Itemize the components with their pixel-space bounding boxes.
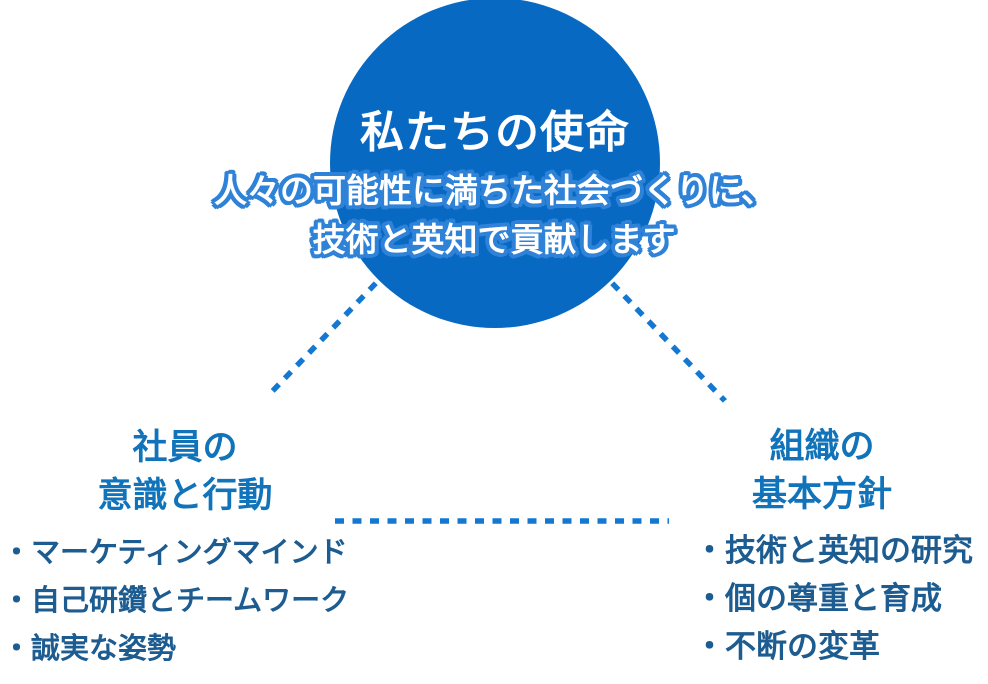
employee-bullet-list: ・マーケティングマインド ・自己研鑽とチームワーク ・誠実な姿勢 bbox=[2, 529, 349, 673]
employee-bullet-item: ・誠実な姿勢 bbox=[2, 633, 177, 665]
organization-bullet-list: ・技術と英知の研究 ・個の尊重と育成 ・不断の変革 bbox=[694, 527, 973, 671]
employee-bullet-item: ・マーケティングマインド bbox=[2, 537, 348, 569]
mission-title: 私たちの使命 bbox=[360, 108, 630, 157]
employee-title-line1: 社員の bbox=[132, 428, 238, 467]
organization-circle bbox=[669, 366, 975, 672]
employee-title: 社員の 意識と行動 bbox=[55, 424, 315, 520]
dashed-line-mission-organization bbox=[586, 256, 750, 427]
organization-bullet-item: ・不断の変革 bbox=[694, 629, 880, 664]
mission-circle bbox=[330, 0, 660, 328]
organization-bullet-item: ・技術と英知の研究 bbox=[694, 533, 973, 568]
employee-circle bbox=[33, 368, 333, 668]
mission-subtitle: 人々の可能性に満ちた社会づくりに、 技術と英知で貢献します bbox=[144, 166, 844, 264]
employee-bullet-item: ・自己研鑽とチームワーク bbox=[2, 585, 350, 617]
organization-title-line1: 組織の bbox=[769, 427, 875, 466]
mission-subtitle-line2: 技術と英知で貢献します bbox=[312, 221, 676, 258]
organization-title-line2: 基本方針 bbox=[751, 475, 892, 514]
organization-title: 組織の 基本方針 bbox=[692, 423, 952, 519]
employee-title-line2: 意識と行動 bbox=[97, 476, 273, 515]
mission-subtitle-line1: 人々の可能性に満ちた社会づくりに、 bbox=[213, 172, 774, 209]
organization-bullet-item: ・個の尊重と育成 bbox=[694, 581, 942, 616]
